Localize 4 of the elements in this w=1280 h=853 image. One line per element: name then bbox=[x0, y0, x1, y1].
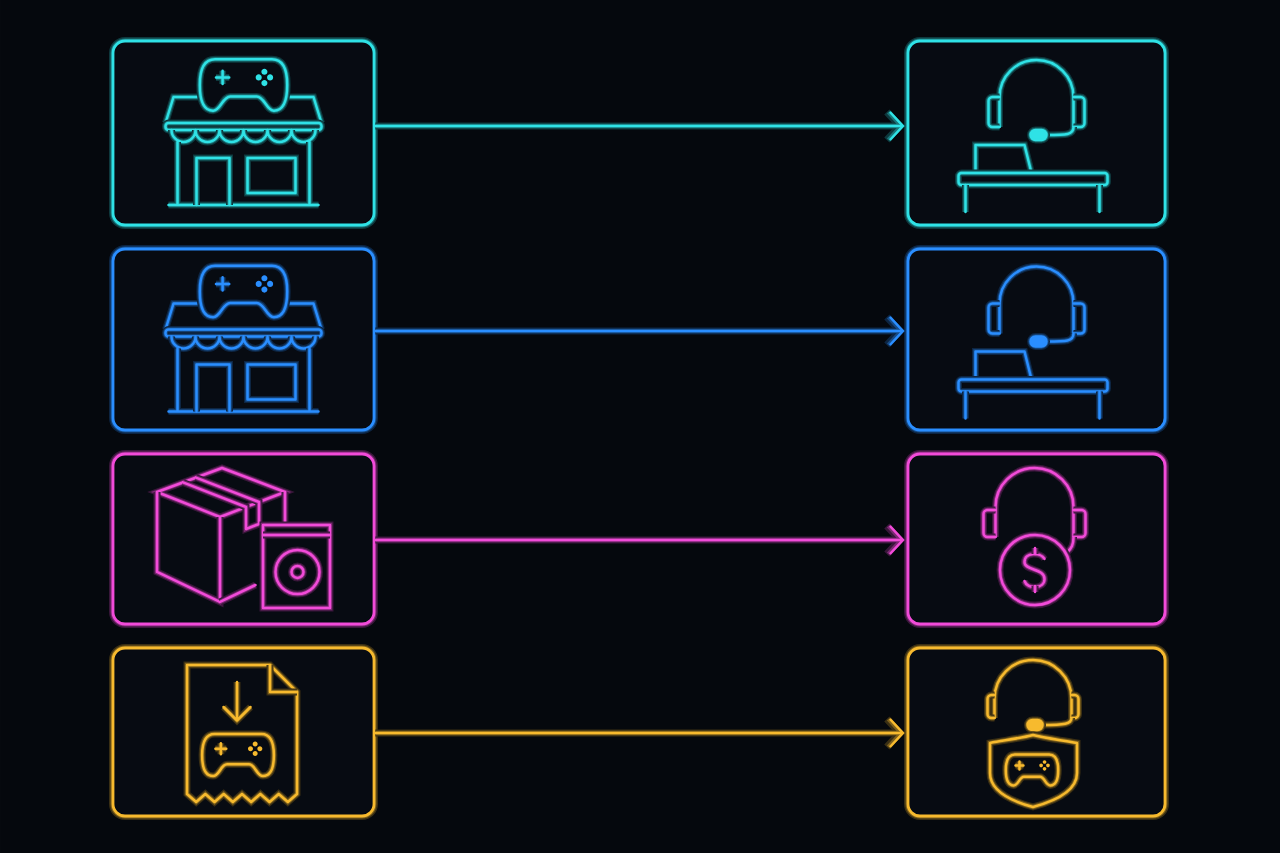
arrow bbox=[374, 109, 905, 143]
arrow bbox=[374, 314, 905, 348]
arrow bbox=[374, 716, 905, 750]
arrow bbox=[374, 523, 905, 557]
